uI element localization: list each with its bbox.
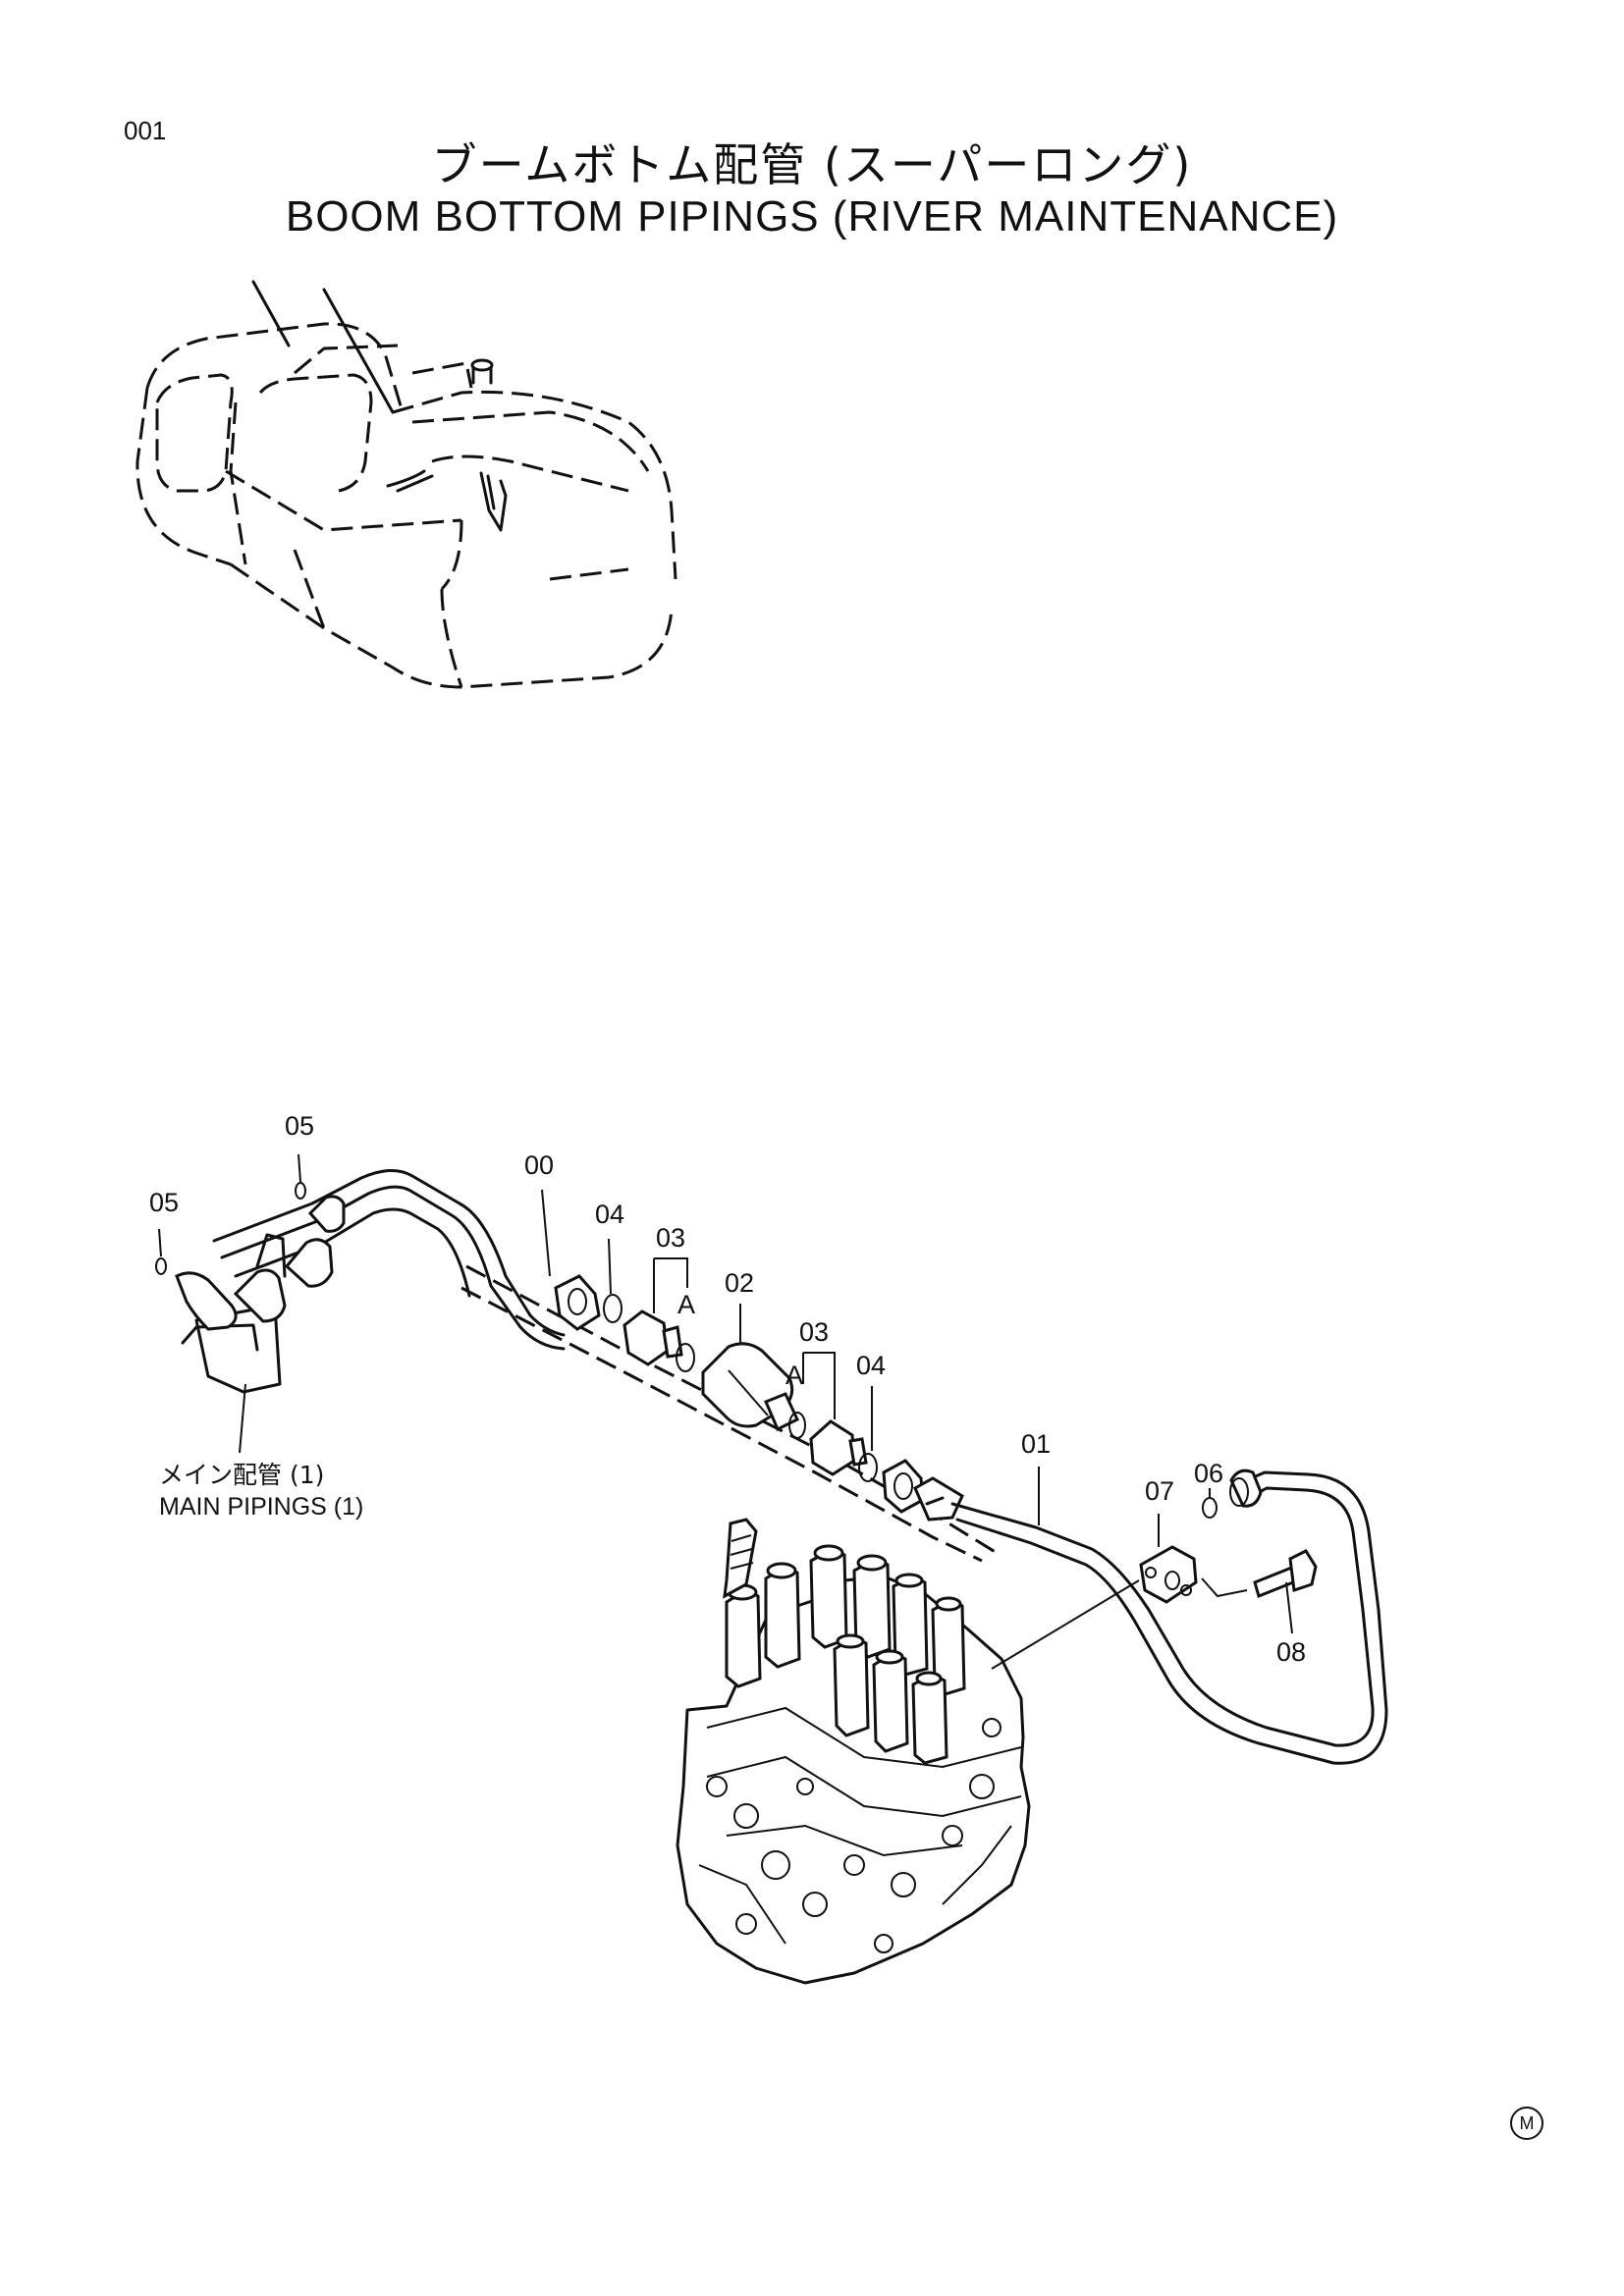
o-ring-05-top: [295, 1182, 306, 1200]
main-pipings-label-english: MAIN PIPINGS (1): [159, 1493, 364, 1521]
callout-03-right: 03: [799, 1317, 830, 1347]
callout-04-right: 04: [856, 1351, 887, 1380]
o-ring-a-left: [676, 1343, 695, 1372]
callout-04-left: 04: [595, 1200, 625, 1229]
callout-a-right: A: [785, 1361, 804, 1390]
control-valve-drawing: [676, 1518, 1031, 1985]
o-ring-05-left: [155, 1257, 167, 1275]
page-title-japanese: ブームボトム配管 (スーパーロング): [431, 138, 1193, 191]
fitting-row: [554, 1274, 964, 1522]
o-ring-a-right: [788, 1412, 806, 1439]
callout-05-top: 05: [285, 1111, 315, 1141]
o-ring-04-left: [603, 1294, 623, 1323]
o-ring-06: [1202, 1497, 1218, 1519]
callout-00: 00: [524, 1150, 555, 1180]
callout-03-left: 03: [656, 1223, 686, 1253]
footer-mark: M: [1510, 2107, 1543, 2140]
page-number: 001: [124, 116, 167, 145]
pipe-01: [950, 1468, 1388, 1765]
callout-02: 02: [725, 1268, 755, 1298]
page-title-english: BOOM BOTTOM PIPINGS (RIVER MAINTENANCE): [285, 192, 1339, 240]
main-pipings-label-japanese: メイン配管 (1): [159, 1461, 325, 1489]
excavator-outline-drawing: [135, 280, 677, 689]
callout-06: 06: [1194, 1459, 1224, 1488]
callout-08: 08: [1276, 1637, 1307, 1667]
callout-01: 01: [1021, 1429, 1052, 1459]
callout-05-left: 05: [149, 1188, 180, 1217]
o-ring-04-right: [858, 1453, 878, 1482]
callout-leaders: [158, 1153, 1293, 1634]
callout-07: 07: [1145, 1476, 1175, 1506]
main-pipings-note: メイン配管 (1) MAIN PIPINGS (1): [159, 1460, 363, 1522]
callout-a-left: A: [677, 1290, 696, 1319]
